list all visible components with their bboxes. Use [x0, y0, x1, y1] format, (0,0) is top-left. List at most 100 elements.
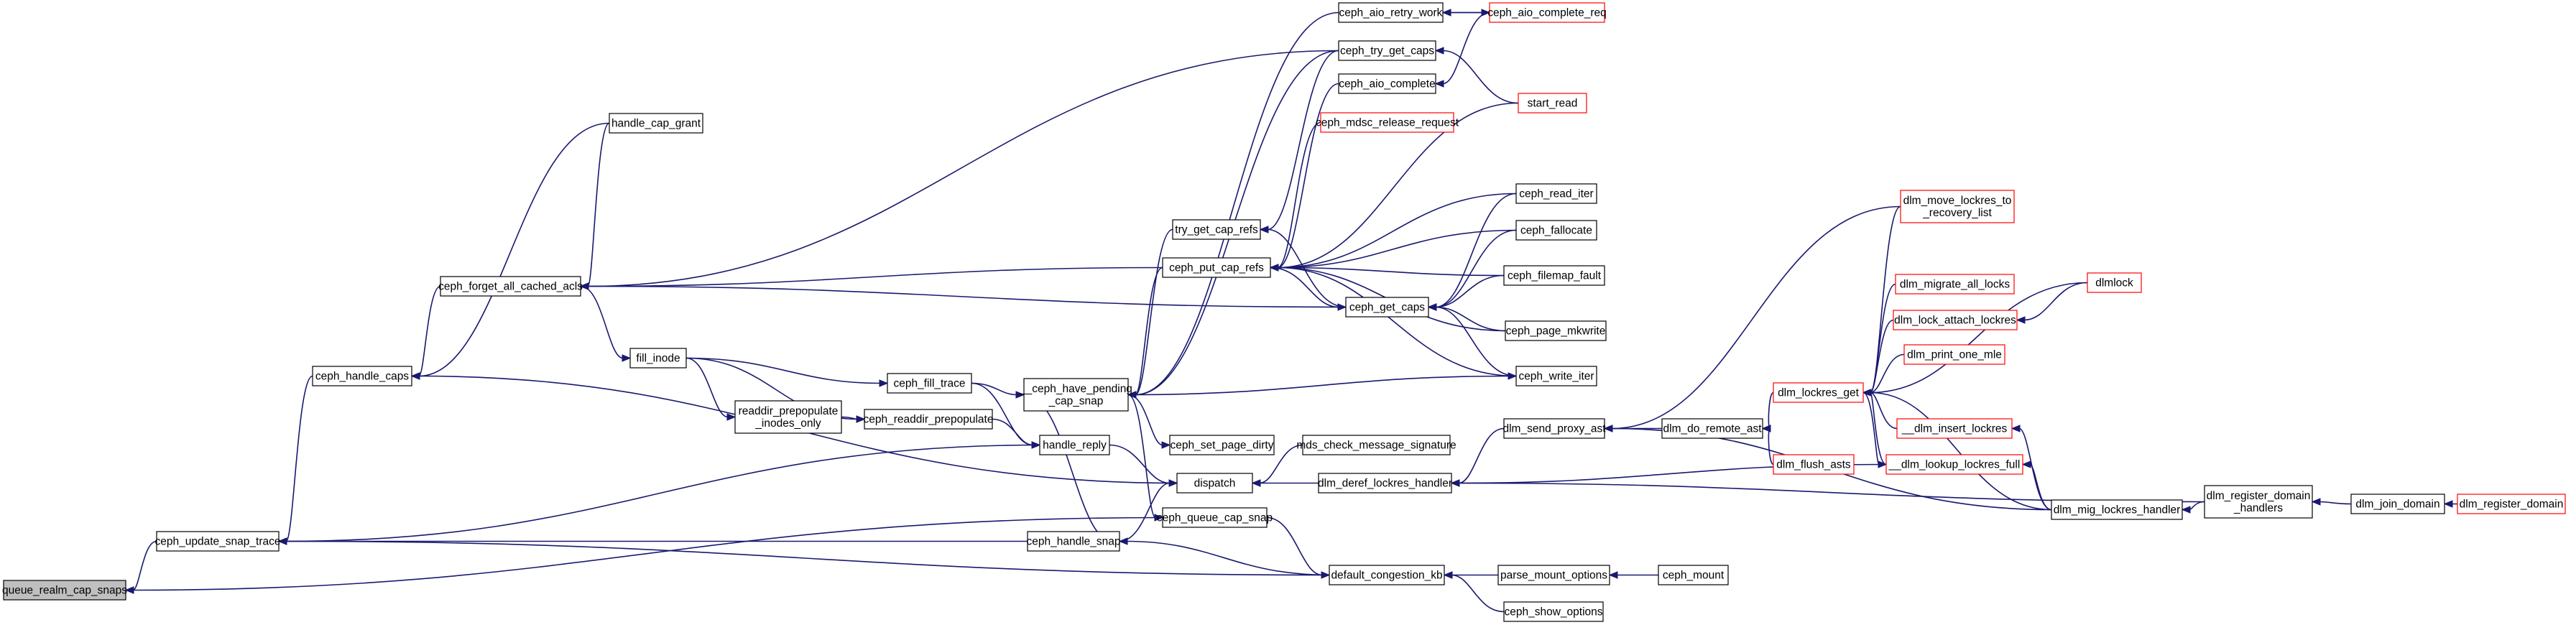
node-ceph-put-cap-refs[interactable]: ceph_put_cap_refs	[1162, 257, 1271, 278]
node-ceph-aio-complete-req[interactable]: ceph_aio_complete_req	[1487, 2, 1607, 23]
node-ceph-get-caps[interactable]: ceph_get_caps	[1345, 297, 1429, 318]
node-handle-reply[interactable]: handle_reply	[1039, 435, 1110, 455]
node-start-read[interactable]: start_read	[1518, 93, 1587, 114]
node-box	[1900, 190, 2015, 223]
edge-arrowhead	[1603, 425, 1613, 432]
node---ceph-have-pending-cap-snap[interactable]: __ceph_have_pending_cap_snap	[1019, 378, 1132, 412]
edge-ceph_put_cap_refs-from-ceph_aio_complete	[1277, 83, 1339, 269]
node-label: dispatch	[1194, 478, 1236, 490]
node-box	[1503, 265, 1605, 286]
node-ceph-page-mkwrite[interactable]: ceph_page_mkwrite	[1505, 320, 1607, 341]
edge-default_congestion_kb-from-ceph_queue_cap_snap	[1266, 516, 1323, 576]
node-box	[609, 113, 703, 134]
node-ceph-fill-trace[interactable]: ceph_fill_trace	[887, 373, 972, 394]
node-ceph-fallocate[interactable]: ceph_fallocate	[1515, 220, 1597, 241]
node-label: ceph_put_cap_refs	[1169, 262, 1264, 274]
edge-ceph_forget_all_cached_acls-from-ceph_try_get_caps	[587, 50, 1339, 287]
node-box	[1338, 73, 1436, 94]
edge-dispatch-from-handle_reply	[1109, 444, 1171, 484]
node-dispatch[interactable]: dispatch	[1176, 473, 1253, 494]
node-box	[1162, 257, 1271, 278]
node-label: try_get_cap_refs	[1175, 224, 1258, 236]
node-dlm-flush-asts[interactable]: dlm_flush_asts	[1773, 454, 1855, 475]
node-ceph-update-snap-trace[interactable]: ceph_update_snap_trace	[155, 531, 281, 552]
edge-arrowhead	[1161, 441, 1171, 449]
edge-ceph_get_caps-from-ceph_filemap_fault	[1435, 274, 1505, 308]
node-label: ceph_fallocate	[1520, 225, 1592, 237]
node-try-get-cap-refs[interactable]: try_get_cap_refs	[1172, 219, 1261, 240]
node-box	[1903, 344, 2005, 365]
node-label: dlm_join_domain	[2355, 499, 2439, 511]
node-ceph-read-iter[interactable]: ceph_read_iter	[1515, 183, 1597, 204]
edge-arrowhead	[1015, 391, 1025, 399]
node-ceph-aio-retry-work[interactable]: ceph_aio_retry_work	[1338, 2, 1444, 23]
edge-dlm_send_proxy_ast-from-dlm_move_lockres_to_recovery_list	[1611, 205, 1901, 430]
edge-arrowhead	[1427, 303, 1437, 311]
edge-arrowhead	[2021, 460, 2031, 468]
node-fill-inode[interactable]: fill_inode	[629, 348, 687, 369]
node-label: dlm_register_domain	[2460, 499, 2564, 511]
edge-ceph_put_cap_refs-from-ceph_mdsc_release_request	[1277, 121, 1321, 269]
node-ceph-filemap-fault[interactable]: ceph_filemap_fault	[1503, 265, 1605, 286]
node-box	[1893, 310, 2018, 330]
node-ceph-aio-complete[interactable]: ceph_aio_complete	[1338, 73, 1436, 94]
node-dlm-deref-lockres-handler[interactable]: dlm_deref_lockres_handler	[1318, 473, 1452, 494]
node-ceph-mount[interactable]: ceph_mount	[1658, 565, 1729, 585]
edge-ceph_get_caps-from-ceph_page_mkwrite	[1435, 306, 1506, 332]
node---dlm-insert-lockres[interactable]: __dlm_insert_lockres	[1896, 418, 2013, 439]
node-ceph-write-iter[interactable]: ceph_write_iter	[1515, 366, 1597, 386]
node-dlm-move-lockres-to-recovery-list[interactable]: dlm_move_lockres_to_recovery_list	[1900, 190, 2015, 223]
edge-dlm_lockres_get-from-dlm_print_one_mle	[1870, 353, 1905, 394]
node-label: dlm_lockres_get	[1778, 387, 1860, 399]
edge-queue_realm_cap_snaps-from-ceph_queue_cap_snap	[132, 516, 1163, 591]
node-dlm-migrate-all-locks[interactable]: dlm_migrate_all_locks	[1895, 274, 2015, 295]
node-dlm-lockres-get[interactable]: dlm_lockres_get	[1773, 382, 1864, 403]
node-ceph-set-page-dirty[interactable]: ceph_set_page_dirty	[1169, 435, 1275, 455]
node-ceph-show-options[interactable]: ceph_show_options	[1503, 601, 1604, 622]
edge-arrowhead	[622, 354, 632, 362]
node-box	[2204, 485, 2313, 519]
edge-queue_realm_cap_snaps-from-ceph_update_snap_trace	[132, 540, 157, 591]
edge-ceph_handle_caps-from-ceph_forget_all_cached_acls	[418, 285, 441, 377]
edge-__ceph_have_pending_cap_snap-from-ceph_fill_trace	[971, 382, 1017, 396]
node-label: dlm_register_domain	[2207, 490, 2311, 502]
node-label: __dlm_lookup_lockres_full	[1888, 459, 2021, 471]
node-dlm-do-remote-ast[interactable]: dlm_do_remote_ast	[1661, 418, 1763, 439]
node-label: ceph_read_iter	[1519, 188, 1593, 200]
node-dlm-join-domain[interactable]: dlm_join_domain	[2350, 494, 2445, 514]
node-dlm-send-proxy-ast[interactable]: dlm_send_proxy_ast	[1502, 418, 1606, 439]
node-box	[1172, 219, 1261, 240]
node-dlm-register-domain[interactable]: dlm_register_domain	[2457, 494, 2566, 514]
node-default-congestion-kb[interactable]: default_congestion_kb	[1329, 565, 1445, 585]
edge-arrowhead	[1031, 441, 1041, 449]
node---dlm-lookup-lockres-full[interactable]: __dlm_lookup_lockres_full	[1885, 454, 2023, 475]
node-dlm-register-domain-handlers[interactable]: dlm_register_domain_handlers	[2204, 485, 2313, 519]
node-readdir-prepopulate-inodes-only[interactable]: readdir_prepopulate_inodes_only	[734, 400, 842, 434]
node-ceph-mdsc-release-request[interactable]: ceph_mdsc_release_request	[1316, 112, 1459, 133]
edge-arrowhead	[2016, 316, 2026, 324]
node-label: dlm_send_proxy_ast	[1502, 423, 1606, 435]
node-ceph-handle-snap[interactable]: ceph_handle_snap	[1026, 531, 1121, 552]
node-label: ceph_show_options	[1504, 606, 1602, 619]
node-queue-realm-cap-snaps[interactable]: queue_realm_cap_snaps	[2, 580, 127, 601]
node-parse-mount-options[interactable]: parse_mount_options	[1497, 565, 1610, 585]
node-label: dlm_move_lockres_to	[1903, 195, 2012, 207]
node-ceph-handle-caps[interactable]: ceph_handle_caps	[312, 366, 412, 386]
node-ceph-try-get-caps[interactable]: ceph_try_get_caps	[1338, 40, 1436, 61]
node-ceph-readdir-prepopulate[interactable]: ceph_readdir_prepopulate	[864, 409, 994, 430]
edge-arrowhead	[1337, 303, 1347, 311]
node-dlm-mig-lockres-handler[interactable]: dlm_mig_lockres_handler	[2051, 499, 2183, 520]
node-box	[1320, 112, 1454, 133]
node-ceph-queue-cap-snap[interactable]: ceph_queue_cap_snap	[1157, 507, 1273, 528]
node-mds-check-message-signature[interactable]: mds_check_message_signature	[1296, 435, 1456, 455]
node-dlmlock[interactable]: dlmlock	[2087, 272, 2142, 293]
node-dlm-print-one-mle[interactable]: dlm_print_one_mle	[1903, 344, 2005, 365]
node-label: ceph_page_mkwrite	[1506, 325, 1606, 338]
edge-fill_inode-from-ceph_forget_all_cached_acls	[580, 285, 624, 359]
node-box	[1338, 40, 1436, 61]
node-label: dlm_lock_attach_lockres	[1894, 315, 2016, 327]
node-dlm-lock-attach-lockres[interactable]: dlm_lock_attach_lockres	[1893, 310, 2018, 330]
node-box	[734, 400, 842, 434]
node-ceph-forget-all-cached-acls[interactable]: ceph_forget_all_cached_acls	[438, 276, 583, 297]
node-handle-cap-grant[interactable]: handle_cap_grant	[609, 113, 703, 134]
